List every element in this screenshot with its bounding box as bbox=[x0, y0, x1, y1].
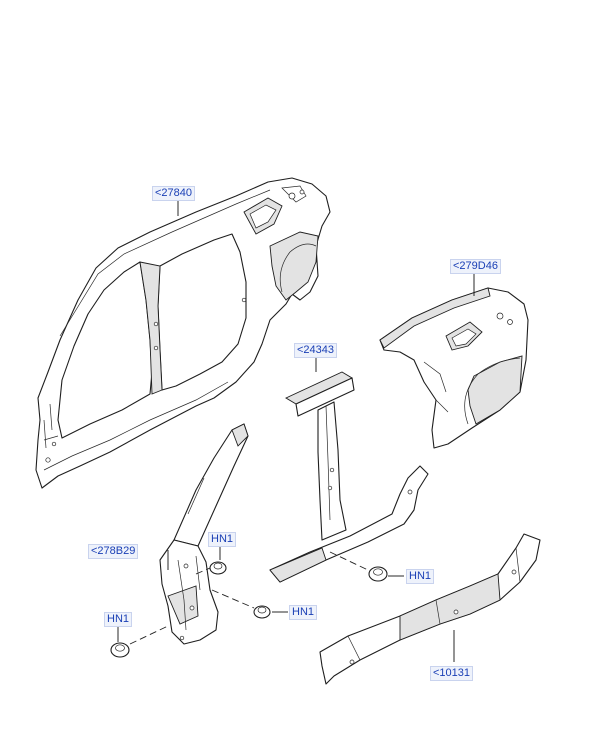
b-pillar-panel bbox=[269, 371, 429, 583]
callout-hn1-b[interactable]: HN1 bbox=[289, 605, 318, 620]
callout-10131[interactable]: <10131 bbox=[430, 666, 474, 681]
fastener-hn1-d bbox=[368, 566, 388, 582]
callout-hn1-d[interactable]: HN1 bbox=[406, 569, 435, 584]
callout-279D46[interactable]: <279D46 bbox=[450, 259, 501, 274]
fastener-hn1-c bbox=[110, 642, 130, 658]
callout-24343[interactable]: <24343 bbox=[294, 343, 338, 358]
bodyside-outer-panel bbox=[35, 177, 331, 489]
callout-hn1-a[interactable]: HN1 bbox=[208, 532, 237, 547]
callout-27840[interactable]: <27840 bbox=[152, 186, 196, 201]
quarter-inner-panel bbox=[379, 287, 529, 449]
a-pillar-panel bbox=[159, 423, 249, 645]
fastener-hn1-a bbox=[209, 561, 227, 575]
callout-278B29[interactable]: <278B29 bbox=[88, 544, 139, 559]
fastener-hn1-b bbox=[253, 605, 271, 619]
rocker-panel bbox=[319, 533, 541, 685]
callout-hn1-c[interactable]: HN1 bbox=[104, 612, 133, 627]
